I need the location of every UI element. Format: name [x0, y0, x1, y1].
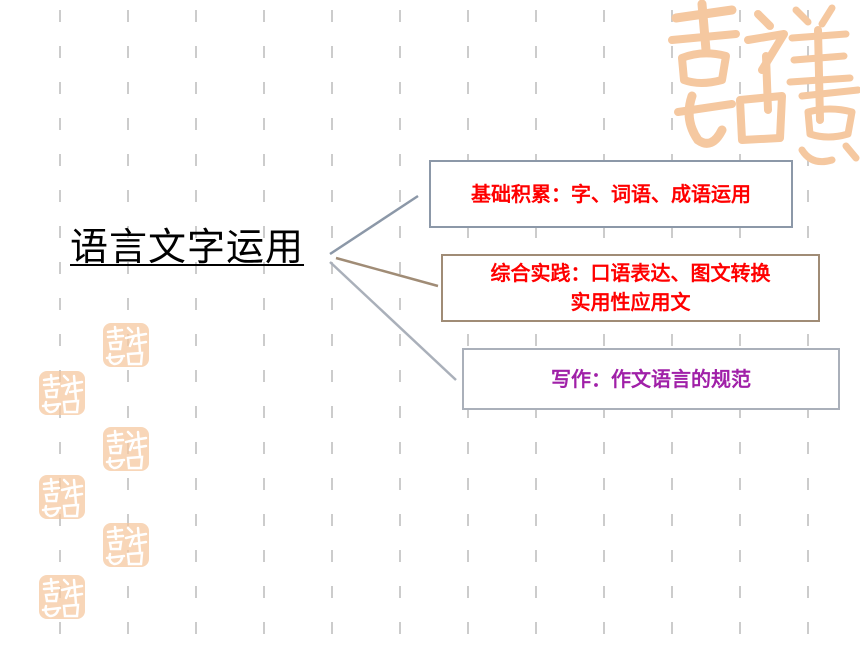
branch-text: 实用性应用文	[570, 290, 691, 314]
small-seal-icon	[103, 323, 149, 367]
connector-line	[329, 194, 419, 256]
connector-line	[335, 256, 439, 288]
branch-text: 综合实践：口语表达、图文转换	[490, 261, 771, 285]
connector-line	[329, 261, 457, 381]
small-seal-icon	[39, 475, 85, 519]
branch-box-comprehensive-practice[interactable]: 综合实践：口语表达、图文转换 实用性应用文	[441, 254, 820, 322]
branch-box-basic-accumulation[interactable]: 基础积累：字、词语、成语运用	[429, 160, 793, 228]
branch-text: 基础积累：字、词语、成语运用	[471, 181, 751, 206]
branch-box-writing[interactable]: 写作：作文语言的规范	[462, 348, 840, 410]
small-seal-icon	[39, 575, 85, 619]
small-seal-icon	[103, 523, 149, 567]
small-seal-icon	[39, 371, 85, 415]
branch-text: 写作：作文语言的规范	[551, 366, 751, 391]
main-topic[interactable]: 语言文字运用	[70, 225, 305, 269]
small-seal-icon	[103, 427, 149, 471]
large-seal-decoration-icon	[668, 0, 860, 166]
